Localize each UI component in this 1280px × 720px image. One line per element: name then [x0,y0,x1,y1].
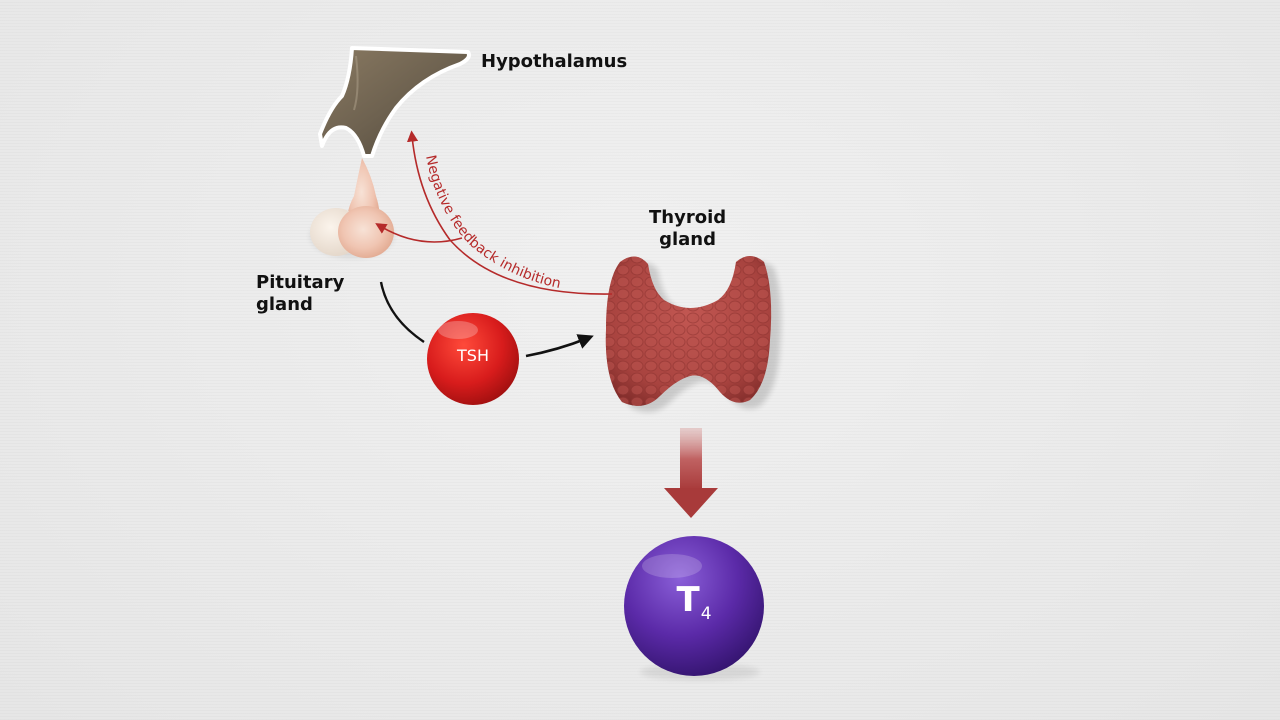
tsh-label: TSH [457,346,489,365]
negative-feedback-arrow: Negative feedback inhibition [375,130,613,295]
hypothalamus-label: Hypothalamus [481,51,627,73]
thyroid-label-line2: gland [659,229,717,250]
t4-label-subscript: 4 [700,604,712,624]
t4-label: T4 [624,580,764,624]
tsh-molecule [427,313,519,405]
tsh-flow-arrow [379,281,594,358]
pituitary-illustration [310,158,394,258]
pituitary-label-line2: gland [256,294,313,315]
pituitary-label: Pituitary gland [256,272,344,316]
t4-label-main: T [676,580,700,620]
t4-molecule [624,536,764,680]
thyroid-label: Thyroid gland [649,207,726,251]
thyroid-label-line1: Thyroid [649,207,727,228]
hypothalamus-label-text: Hypothalamus [481,51,628,72]
pituitary-label-line1: Pituitary [256,272,345,293]
hypothalamus-illustration [318,46,471,158]
t4-output-arrow [664,428,718,518]
thyroid-illustration [605,256,782,412]
